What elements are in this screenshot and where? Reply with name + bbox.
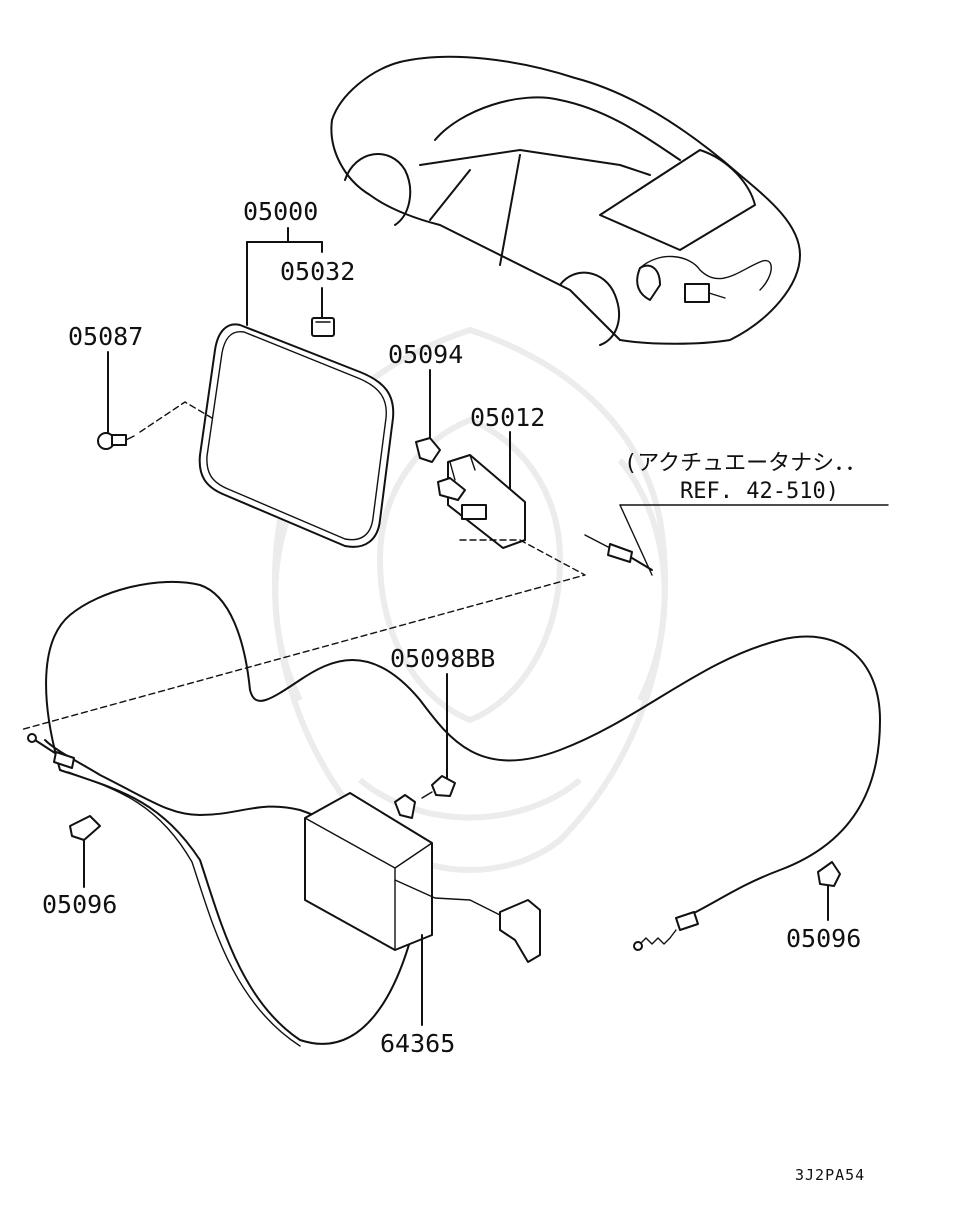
screw-05098bb: [421, 673, 456, 799]
latch-05012: [19, 431, 586, 731]
clip-05096-right: [817, 861, 841, 921]
callout-05087: 05087: [68, 322, 143, 351]
clip-05096-left: [69, 815, 101, 888]
ref-note-line1: (アクチュエータナシ．．: [624, 451, 867, 476]
callout-05094: 05094: [388, 340, 463, 369]
ref-cable-end: [584, 504, 889, 576]
callout-05096-left: 05096: [42, 890, 117, 919]
callout-05032: 05032: [280, 257, 355, 286]
callout-bracket-05000: [246, 227, 323, 326]
grommet-05094: [415, 369, 441, 463]
callout-05098bb: 05098BB: [390, 644, 495, 673]
clip-05032: [311, 287, 335, 337]
car-outline: [330, 55, 801, 346]
callout-05000: 05000: [243, 197, 318, 226]
diagram-code: 3J2PA54: [795, 1166, 865, 1184]
callout-05012: 05012: [470, 403, 545, 432]
screw-05087: [97, 351, 213, 450]
fuel-lid-door: [198, 323, 395, 548]
release-handle-64365: [304, 792, 541, 1026]
callout-05096-right: 05096: [786, 924, 861, 953]
ref-note-line2: REF. 42-510): [680, 479, 839, 504]
callout-64365: 64365: [380, 1029, 455, 1058]
